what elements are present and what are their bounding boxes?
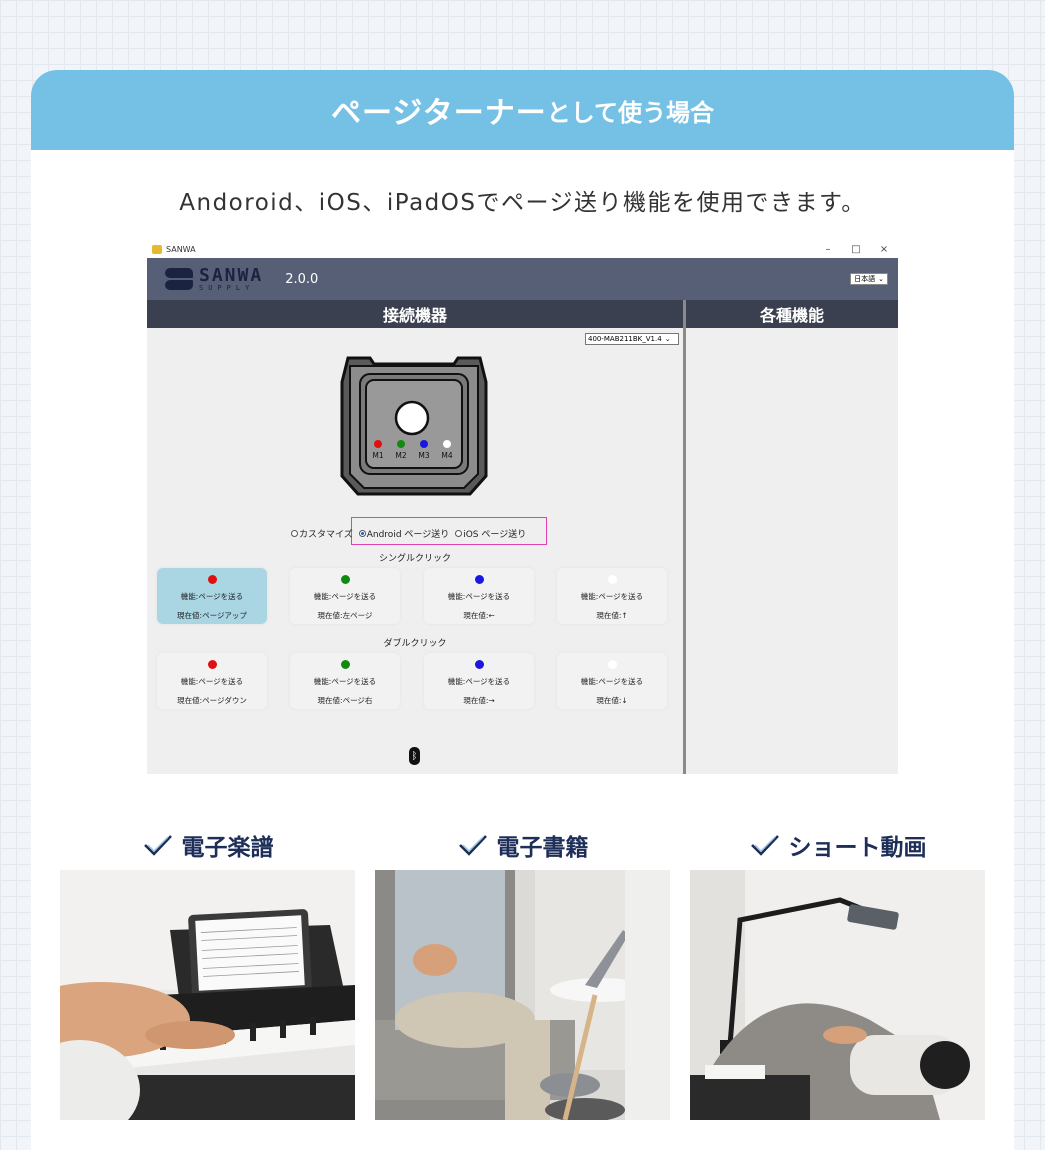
maximize-button[interactable]: □ [851, 243, 861, 255]
device-label-m1: M1 [372, 451, 383, 460]
single-click-button-m4[interactable]: 機能:ページを送る現在値:↑ [557, 568, 667, 624]
app-window: SANWA – □ × SANWA SUPPLY 2.0.0 日本語 ⌄ 接続機… [147, 240, 898, 774]
current-value-label: 現在値:↑ [596, 611, 628, 620]
single-click-button-m2[interactable]: 機能:ページを送る現在値:左ページ [290, 568, 400, 624]
function-label: 機能:ページを送る [580, 677, 644, 686]
color-dot [474, 660, 484, 669]
model-value: 400-MAB211BK_V1.4 [588, 335, 662, 343]
banner-title-suffix: として使う場合 [546, 98, 715, 127]
functions-header: 各種機能 [686, 300, 898, 328]
color-dot [340, 575, 350, 584]
mode-label: iOS ページ送り [463, 530, 527, 540]
radio-android[interactable] [358, 530, 366, 537]
double-click-button-m3[interactable]: 機能:ページを送る現在値:→ [424, 653, 534, 709]
brand-sub: SUPPLY [199, 283, 255, 292]
language-value: 日本語 [854, 275, 876, 283]
sheet-music-photo [60, 870, 355, 1120]
current-value-label: 現在値:ページアップ [177, 611, 247, 620]
subtitle: Andoroid、iOS、iPadOSでページ送り機能を使用できます。 [179, 190, 866, 216]
brand-logo: SANWA SUPPLY [165, 265, 263, 293]
double-click-button-m2[interactable]: 機能:ページを送る現在値:ページ右 [290, 653, 400, 709]
banner-title-main: ページターナー [330, 96, 547, 131]
color-dot [474, 575, 484, 584]
color-dot [607, 660, 617, 669]
double-click-button-m4[interactable]: 機能:ページを送る現在値:↓ [557, 653, 667, 709]
chevron-down-icon: ⌄ [878, 275, 884, 283]
brand-name: SANWA [199, 264, 264, 286]
single-click-button-m1[interactable]: 機能:ページを送る現在値:ページアップ [157, 568, 267, 624]
bluetooth-icon[interactable]: ᛒ [409, 747, 420, 765]
feature-label: 電子楽譜 [181, 835, 274, 861]
window-title: SANWA [166, 244, 196, 254]
mode-ios[interactable]: iOS ページ送り [455, 527, 526, 540]
content-card: ページターナー として使う場合 Andoroid、iOS、iPadOSでページ送… [31, 70, 1014, 1150]
current-value-label: 現在値:← [463, 611, 495, 620]
mode-label: Android ページ送り [366, 530, 450, 540]
double-click-label: ダブルクリック [383, 639, 447, 649]
color-dot [207, 575, 217, 584]
function-label: 機能:ページを送る [313, 592, 377, 601]
feature-sheet-music: 電子楽譜 [60, 825, 355, 865]
color-dot [340, 660, 350, 669]
function-label: 機能:ページを送る [180, 592, 244, 601]
minimize-button[interactable]: – [825, 243, 831, 255]
titlebar: SANWA – □ × [147, 240, 898, 258]
single-click-button-m3[interactable]: 機能:ページを送る現在値:← [424, 568, 534, 624]
mode-customize[interactable]: カスタマイズ [291, 527, 353, 540]
device-label-m4: M4 [441, 451, 452, 460]
chevron-down-icon: ⌄ [664, 335, 671, 343]
color-dot [207, 660, 217, 669]
check-icon [750, 835, 779, 856]
radio-ios[interactable] [455, 530, 463, 537]
mode-android[interactable]: Android ページ送り [358, 527, 450, 540]
current-value-label: 現在値:ページ右 [317, 696, 373, 705]
panel-divider[interactable] [683, 300, 686, 774]
sanwa-logo-icon [165, 265, 193, 293]
function-label: 機能:ページを送る [447, 592, 511, 601]
single-click-label: シングルクリック [378, 554, 451, 564]
mode-label: カスタマイズ [299, 530, 353, 540]
close-button[interactable]: × [879, 243, 889, 255]
current-value-label: 現在値:→ [463, 696, 495, 705]
model-select[interactable]: 400-MAB211BK_V1.4 ⌄ [585, 333, 679, 345]
feature-ebook: 電子書籍 [375, 825, 670, 865]
function-label: 機能:ページを送る [580, 592, 644, 601]
app-header: SANWA SUPPLY 2.0.0 日本語 ⌄ [147, 258, 898, 300]
device-label-m3: M3 [418, 451, 429, 460]
color-dot [607, 575, 617, 584]
check-icon [143, 835, 172, 856]
short-video-photo [690, 870, 985, 1120]
app-icon [152, 244, 162, 254]
radio-customize[interactable] [291, 530, 298, 537]
function-label: 機能:ページを送る [447, 677, 511, 686]
language-select[interactable]: 日本語 ⌄ [850, 273, 888, 285]
function-label: 機能:ページを送る [180, 677, 244, 686]
feature-label: ショート動画 [788, 835, 927, 861]
section-banner: ページターナー として使う場合 [31, 70, 1014, 150]
ebook-photo [375, 870, 670, 1120]
device-label-m2: M2 [395, 451, 406, 460]
current-value-label: 現在値:ページダウン [177, 696, 247, 705]
double-click-button-m1[interactable]: 機能:ページを送る現在値:ページダウン [157, 653, 267, 709]
feature-label: 電子書籍 [496, 835, 589, 861]
feature-short-video: ショート動画 [690, 825, 985, 865]
version-label: 2.0.0 [285, 271, 319, 287]
mode-radio-group: カスタマイズ Android ページ送り iOS ページ送り [291, 527, 526, 540]
current-value-label: 現在値:左ページ [317, 611, 373, 620]
connected-devices-header: 接続機器 [147, 300, 683, 328]
check-icon [458, 835, 487, 856]
device-illustration: M1 M2 M3 M4 [340, 356, 488, 496]
mode-highlight-box [351, 517, 547, 545]
function-label: 機能:ページを送る [313, 677, 377, 686]
current-value-label: 現在値:↓ [596, 696, 628, 705]
